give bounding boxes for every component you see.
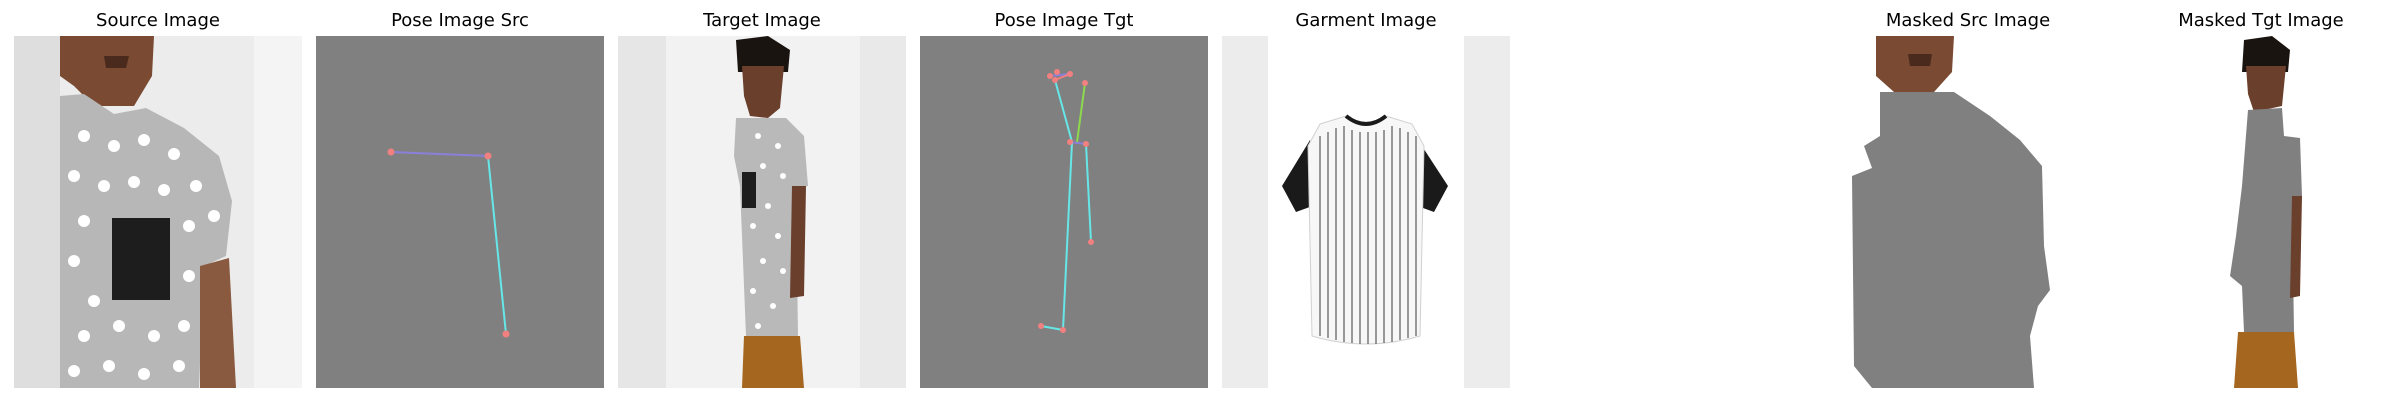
panel-title: Pose Image Tgt [994, 10, 1134, 31]
pose-image-tgt [920, 36, 1208, 388]
target-image [618, 36, 906, 388]
panel-pose-image-tgt: Pose Image Tgt [920, 0, 1208, 400]
panel-title: Source Image [96, 10, 220, 31]
panel-garment-image: Garment Image [1222, 0, 1510, 400]
panel-masked-tgt-image: Masked Tgt Image [2126, 0, 2396, 400]
garment-image [1222, 36, 1510, 388]
pose-image-src [316, 36, 604, 388]
panel-title: Masked Src Image [1885, 10, 2051, 31]
panel-title: Pose Image Src [391, 10, 529, 31]
panel-target-image: Target Image [618, 0, 906, 400]
panel-pose-image-src: Pose Image Src [316, 0, 604, 400]
masked-tgt-image [2126, 36, 2396, 388]
panel-masked-src-image: Masked Src Image [1824, 0, 2112, 400]
panel-source-image: Source Image [14, 0, 302, 400]
panel-title: Garment Image [1295, 10, 1437, 31]
masked-src-image [1824, 36, 2112, 388]
panel-title: Masked Tgt Image [2178, 10, 2344, 31]
source-image [14, 36, 302, 388]
panel-title: Target Image [703, 10, 821, 31]
